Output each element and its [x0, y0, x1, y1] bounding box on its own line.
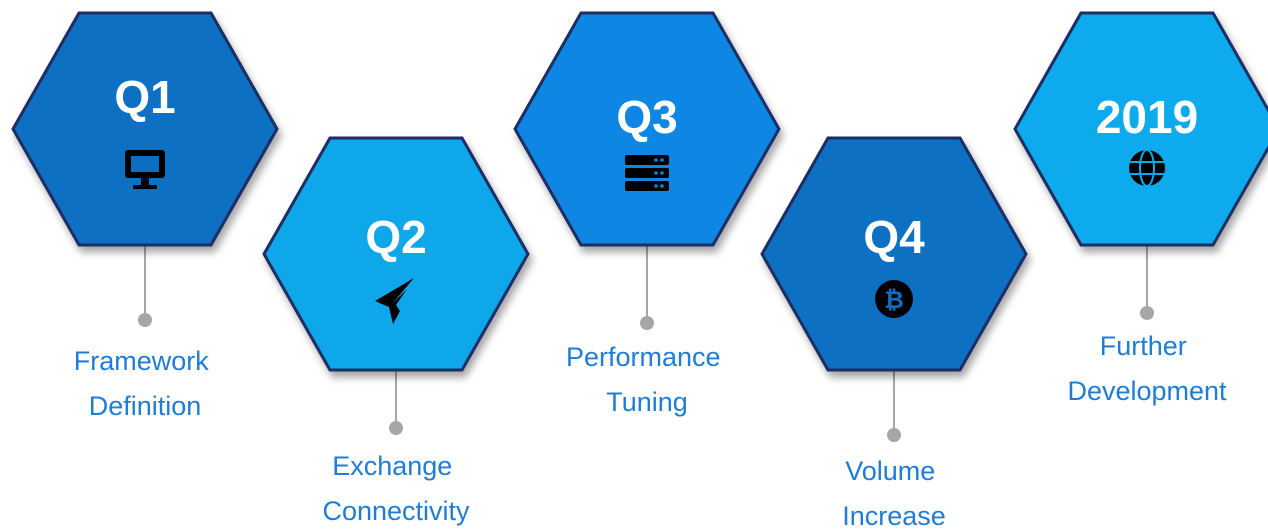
milestone-label: Exchange Connectivity — [322, 451, 470, 526]
quarter-label: Q2 — [365, 211, 426, 263]
quarter-label: Q1 — [114, 71, 175, 123]
milestone-label-line: Definition — [89, 391, 202, 421]
hexagon — [1013, 11, 1268, 247]
connector-dot — [138, 313, 152, 327]
milestone-label: Framework Definition — [74, 346, 217, 421]
milestone-label-line: Development — [1067, 376, 1227, 406]
hexagon — [513, 11, 781, 247]
quarter-label: Q4 — [863, 211, 925, 263]
globe-icon — [1129, 149, 1165, 187]
milestone-q4: Q4 ₿ Volume Increase — [760, 136, 1028, 531]
milestone-label-line: Volume — [845, 456, 935, 486]
milestone-label-line: Further — [1100, 331, 1187, 361]
milestone-label-line: Tuning — [606, 387, 688, 417]
milestone-label: Volume Increase — [842, 456, 946, 531]
milestone-label-line: Connectivity — [322, 496, 470, 526]
connector-dot — [887, 428, 901, 442]
milestone-label-line: Exchange — [332, 451, 452, 481]
milestone-label: Performance Tuning — [566, 342, 728, 417]
hexagon — [760, 136, 1028, 372]
svg-text:₿: ₿ — [884, 286, 904, 314]
hexagon — [11, 11, 279, 247]
milestone-label-line: Performance — [566, 342, 721, 372]
milestone-q1: Q1 Framework Definition — [11, 11, 279, 421]
milestone-2019: 2019 Further Development — [1013, 11, 1268, 406]
milestone-q3: Q3 Performance Tuning — [513, 11, 781, 417]
milestone-label-line: Increase — [842, 501, 946, 531]
monitor-icon — [125, 150, 165, 189]
connector-dot — [389, 421, 403, 435]
quarter-label: 2019 — [1096, 91, 1198, 143]
hexagon — [262, 136, 530, 372]
server-icon — [625, 155, 669, 191]
milestone-label: Further Development — [1067, 331, 1227, 406]
milestone-label-line: Framework — [74, 346, 210, 376]
milestone-q2: Q2 Exchange Connectivity — [262, 136, 530, 526]
paper-plane-icon — [375, 278, 414, 324]
bitcoin-icon: ₿ — [875, 280, 913, 318]
connector-dot — [640, 316, 654, 330]
quarter-label: Q3 — [616, 91, 677, 143]
connector-dot — [1140, 306, 1154, 320]
